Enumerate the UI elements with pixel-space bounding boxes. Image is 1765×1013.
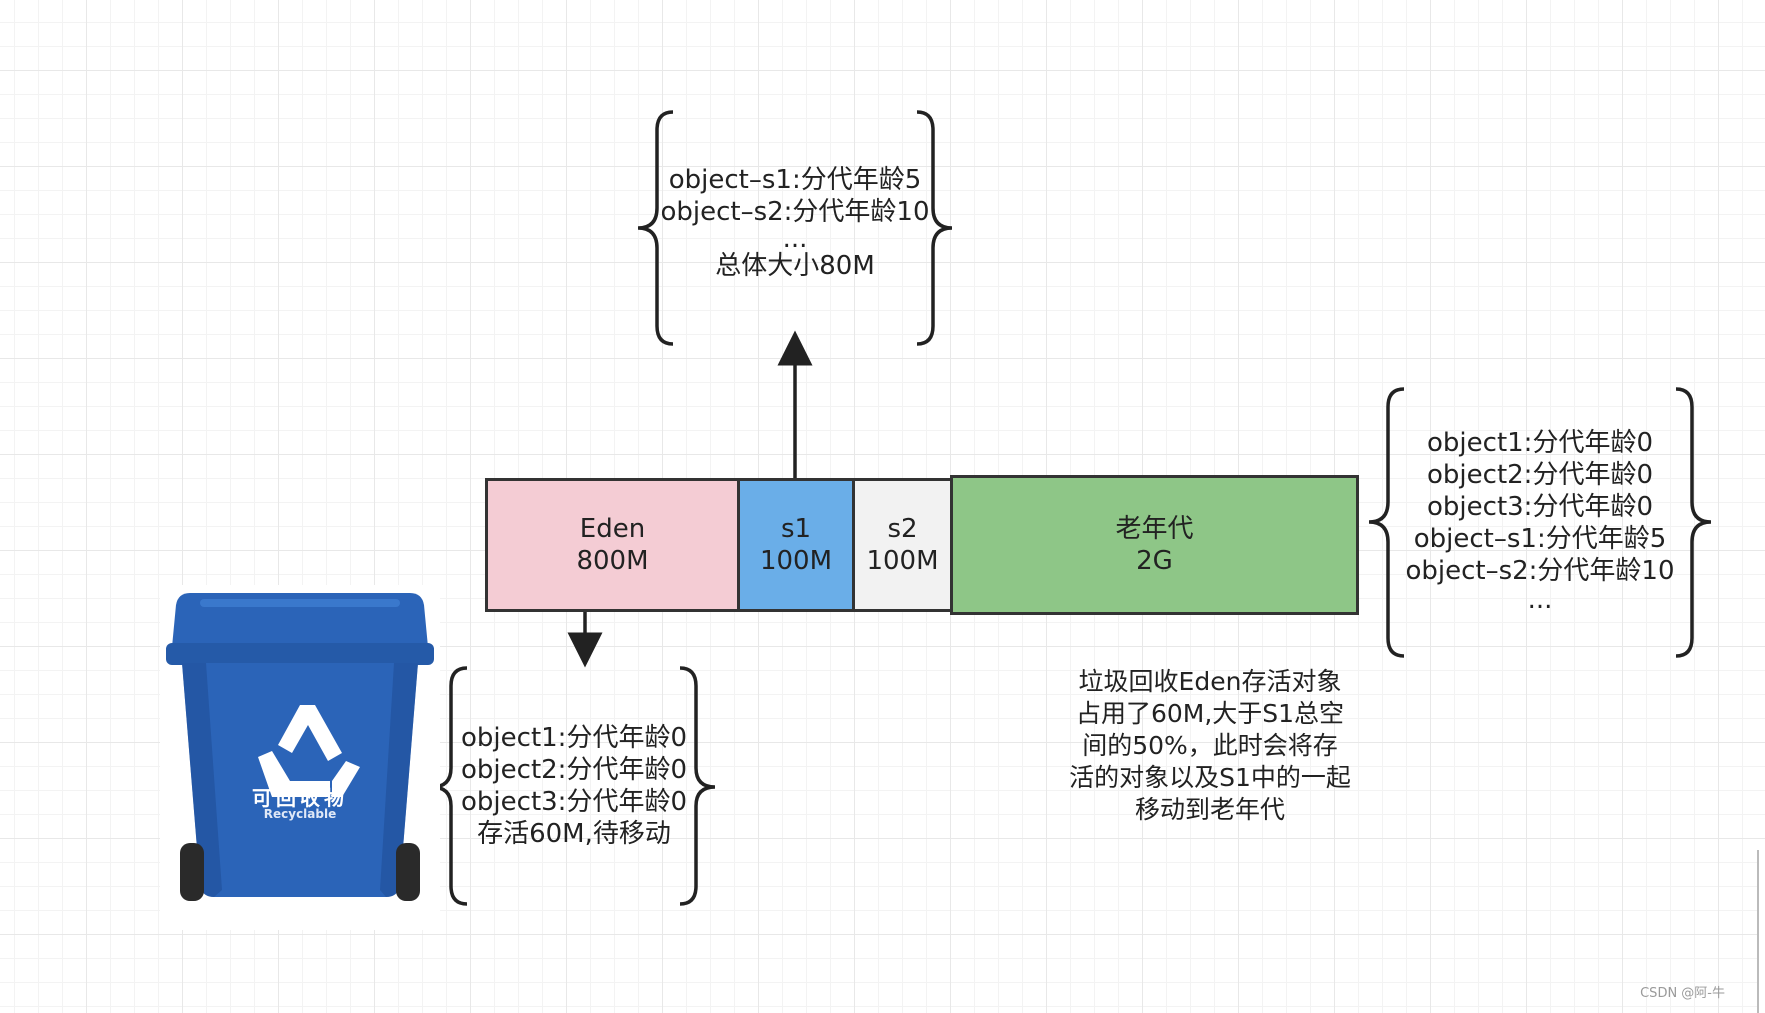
note-line-4: 活的对象以及S1中的一起: [1069, 763, 1351, 792]
eden-name: Eden: [579, 514, 646, 544]
s1-block: s1 100M: [737, 478, 855, 612]
old-gen-block: 老年代 2G: [950, 475, 1359, 615]
s1-size: 100M: [759, 546, 833, 576]
old-line-6: ...: [1527, 585, 1553, 615]
eden-line-2: object2:分代年龄0: [461, 755, 687, 785]
s2-name: s2: [887, 514, 918, 544]
top-bracket-right: [916, 110, 953, 346]
bin-label: 可回收物: [252, 786, 348, 810]
old-bracket-text: object1:分代年龄0 object2:分代年龄0 object3:分代年龄…: [1392, 427, 1688, 613]
bin-sublabel: Recyclable: [263, 807, 337, 821]
top-bracket-left: [637, 110, 674, 346]
right-edge-panel: [1757, 850, 1765, 1013]
old-line-2: object2:分代年龄0: [1427, 460, 1653, 490]
s2-block: s2 100M: [852, 478, 953, 612]
eden-block: Eden 800M: [485, 478, 740, 612]
explanation-note: 垃圾回收Eden存活对象 占用了60M,大于S1总空 间的50%，此时会将存 活…: [1055, 666, 1365, 826]
old-line-1: object1:分代年龄0: [1427, 428, 1653, 458]
s1-name: s1: [780, 514, 812, 544]
old-line-3: object3:分代年龄0: [1427, 492, 1653, 522]
old-line-4: object–s1:分代年龄5: [1413, 524, 1667, 554]
eden-bracket-right: [679, 666, 716, 906]
eden-bracket-text: object1:分代年龄0 object2:分代年龄0 object3:分代年龄…: [455, 722, 693, 850]
note-line-3: 间的50%，此时会将存: [1082, 731, 1338, 760]
recycle-bin-image: 可回收物 Recyclable: [160, 585, 440, 930]
old-bracket-right: [1675, 387, 1712, 658]
watermark: CSDN @阿-牛: [1640, 986, 1725, 1001]
note-line-5: 移动到老年代: [1134, 795, 1285, 824]
eden-line-4: 存活60M,待移动: [477, 819, 671, 849]
eden-line-1: object1:分代年龄0: [461, 723, 687, 753]
top-bracket-text: object–s1:分代年龄5 object–s2:分代年龄10 ... 总体大…: [660, 164, 930, 282]
top-line-2: object–s2:分代年龄10: [660, 197, 930, 227]
top-line-4: 总体大小80M: [715, 251, 875, 281]
old-gen-size: 2G: [1136, 546, 1173, 576]
recycle-bin-icon: [166, 593, 434, 901]
old-line-5: object–s2:分代年龄10: [1405, 556, 1675, 586]
old-bracket-left: [1368, 387, 1405, 658]
eden-line-3: object3:分代年龄0: [461, 787, 687, 817]
top-line-3: ...: [782, 224, 808, 254]
top-line-1: object–s1:分代年龄5: [668, 165, 922, 195]
s2-size: 100M: [866, 546, 939, 576]
note-line-1: 垃圾回收Eden存活对象: [1078, 667, 1342, 696]
eden-size: 800M: [576, 546, 649, 576]
old-gen-name: 老年代: [1115, 514, 1194, 544]
note-line-2: 占用了60M,大于S1总空: [1075, 699, 1345, 728]
